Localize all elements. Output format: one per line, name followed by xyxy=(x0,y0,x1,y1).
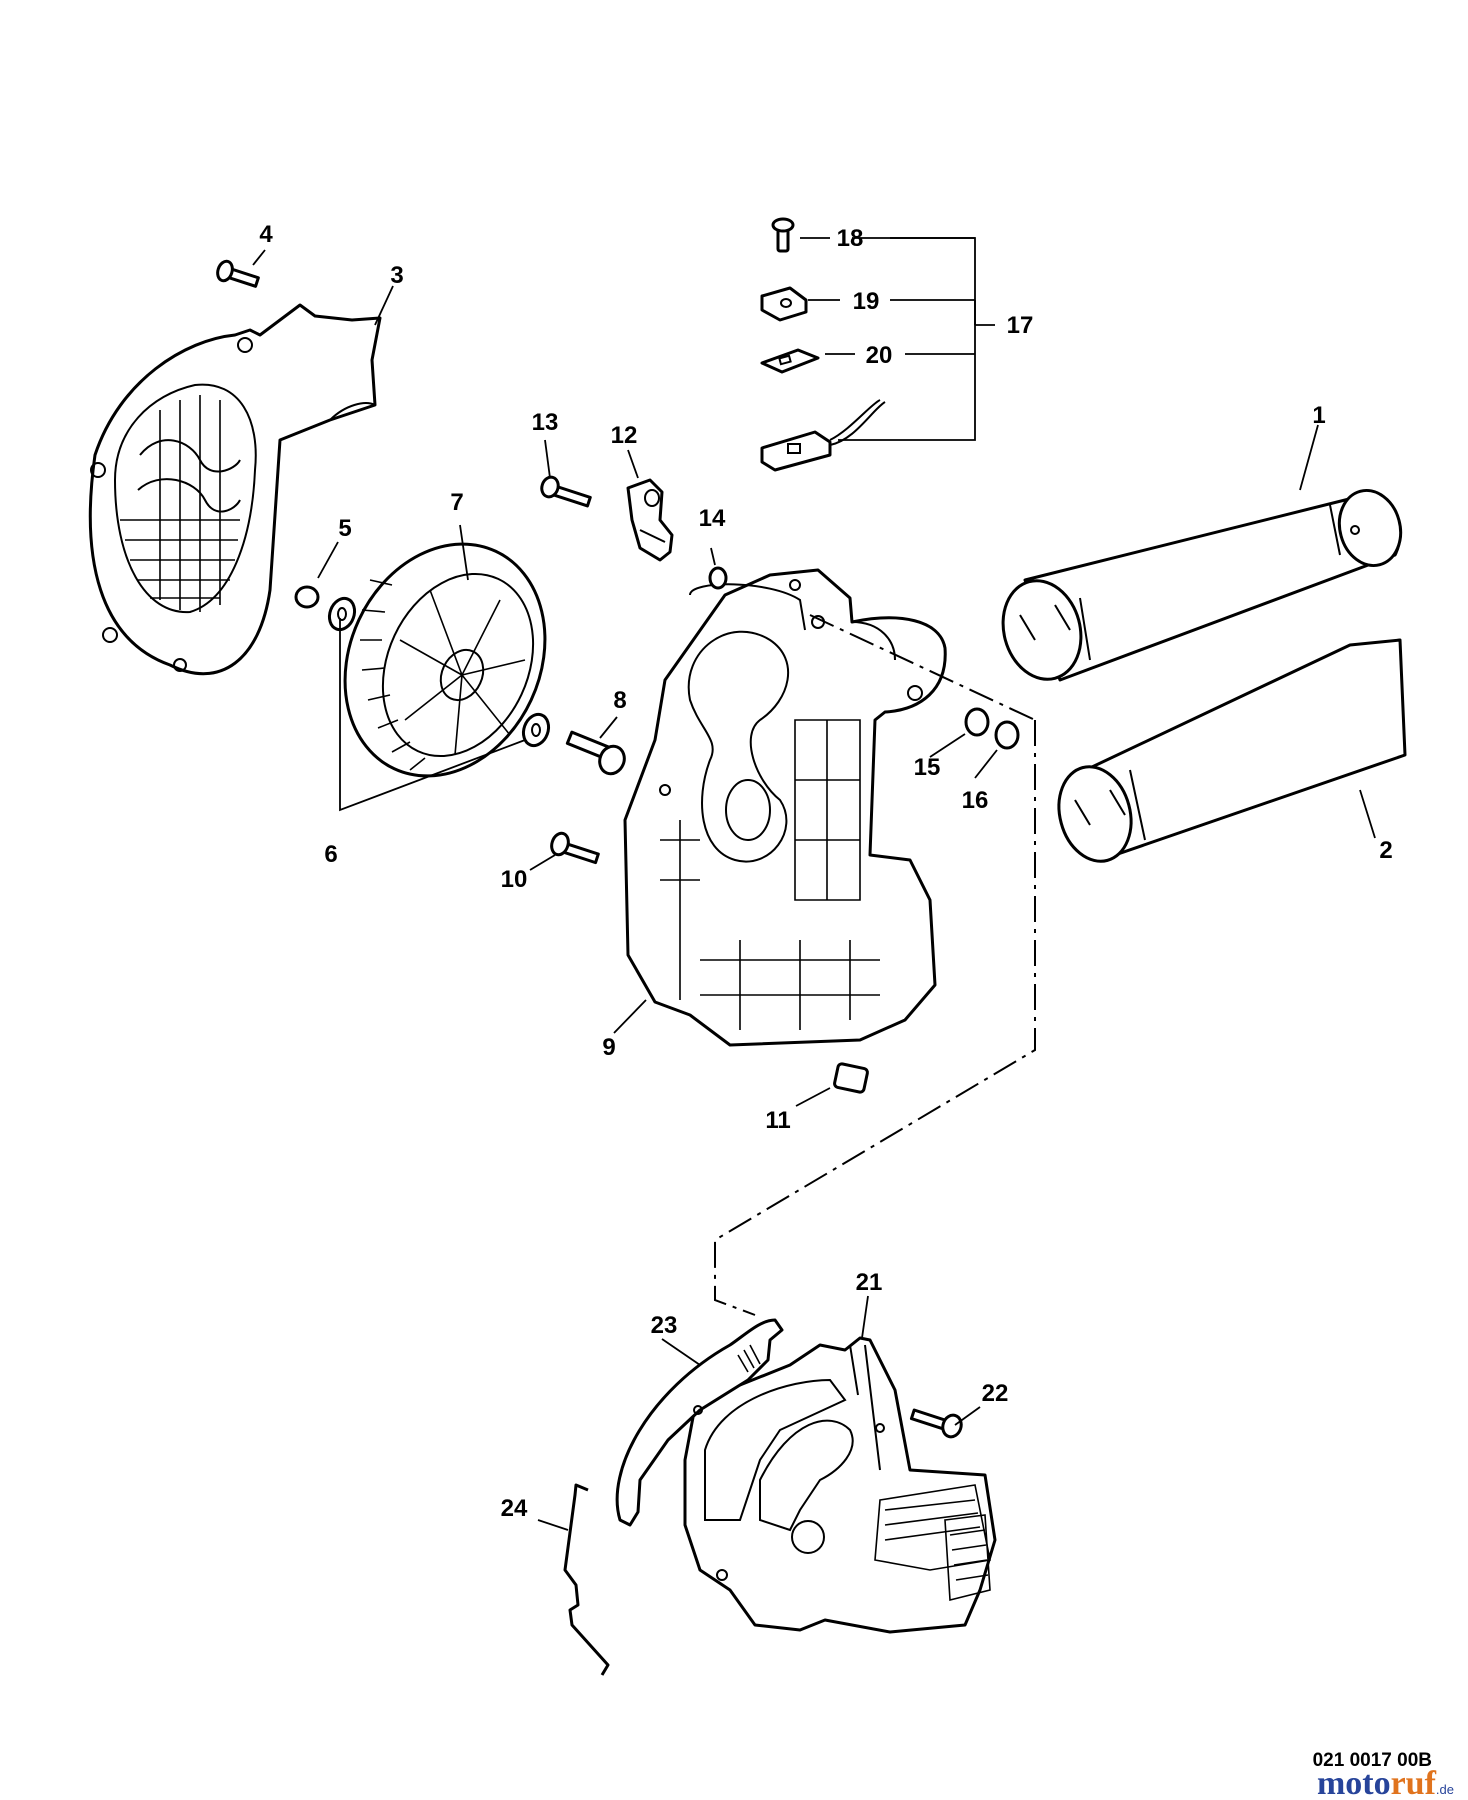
bolt-part-8 xyxy=(565,730,626,776)
engine-shroud-part-21 xyxy=(683,1336,997,1634)
bushing-part-16 xyxy=(994,720,1020,750)
main-housing xyxy=(623,568,947,1047)
callout-13: 13 xyxy=(532,409,559,436)
nozzle-tube-part-1 xyxy=(1001,488,1403,682)
screw-part-10 xyxy=(550,831,600,865)
throttle-trigger-part-23 xyxy=(615,1318,784,1527)
leader-lines xyxy=(252,237,1376,1531)
nut-part-5 xyxy=(294,585,320,609)
callout-24: 24 xyxy=(501,1495,528,1522)
watermark-logo: motoruf.de xyxy=(1317,1765,1454,1800)
callout-21: 21 xyxy=(856,1269,883,1296)
callout-19: 19 xyxy=(853,288,880,315)
callout-3: 3 xyxy=(390,262,403,289)
callout-16: 16 xyxy=(962,787,989,814)
callout-11: 11 xyxy=(765,1107,790,1134)
washer-part-14 xyxy=(708,566,728,590)
callout-5: 5 xyxy=(338,515,351,542)
callout-6: 6 xyxy=(324,841,337,868)
callout-18: 18 xyxy=(837,225,864,252)
callout-1: 1 xyxy=(1312,402,1325,429)
screw-part-4 xyxy=(216,259,260,288)
callout-8: 8 xyxy=(613,687,626,714)
assembly-lines xyxy=(714,614,1036,1316)
flat-nozzle-part-2 xyxy=(1057,638,1407,863)
callout-22: 22 xyxy=(982,1380,1009,1407)
callout-2: 2 xyxy=(1379,837,1392,864)
flywheel-fan xyxy=(343,542,547,778)
callout-17: 17 xyxy=(1007,312,1034,339)
bushing-part-15 xyxy=(964,707,990,737)
washers-part-6 xyxy=(327,596,551,748)
callout-20: 20 xyxy=(866,342,893,369)
drawing-code: 021 0017 00B xyxy=(1313,1750,1432,1771)
screw-part-22 xyxy=(909,1408,963,1439)
callout-7: 7 xyxy=(450,489,463,516)
callout-10: 10 xyxy=(501,866,528,893)
fan-housing-cover xyxy=(88,303,382,676)
callout-12: 12 xyxy=(611,422,638,449)
callout-4: 4 xyxy=(259,221,273,248)
callout-15: 15 xyxy=(914,754,941,781)
switch-part-12 xyxy=(626,478,674,562)
callout-9: 9 xyxy=(602,1034,615,1061)
callout-labels: 1 2 3 4 5 6 7 8 9 10 11 12 13 14 15 16 1… xyxy=(259,221,1392,1522)
throttle-rod-part-24 xyxy=(563,1483,610,1676)
switch-kit xyxy=(760,217,886,472)
callout-14: 14 xyxy=(699,505,726,532)
callout-23: 23 xyxy=(651,1312,678,1339)
screw-part-13 xyxy=(540,475,592,508)
block-part-11 xyxy=(833,1062,869,1094)
